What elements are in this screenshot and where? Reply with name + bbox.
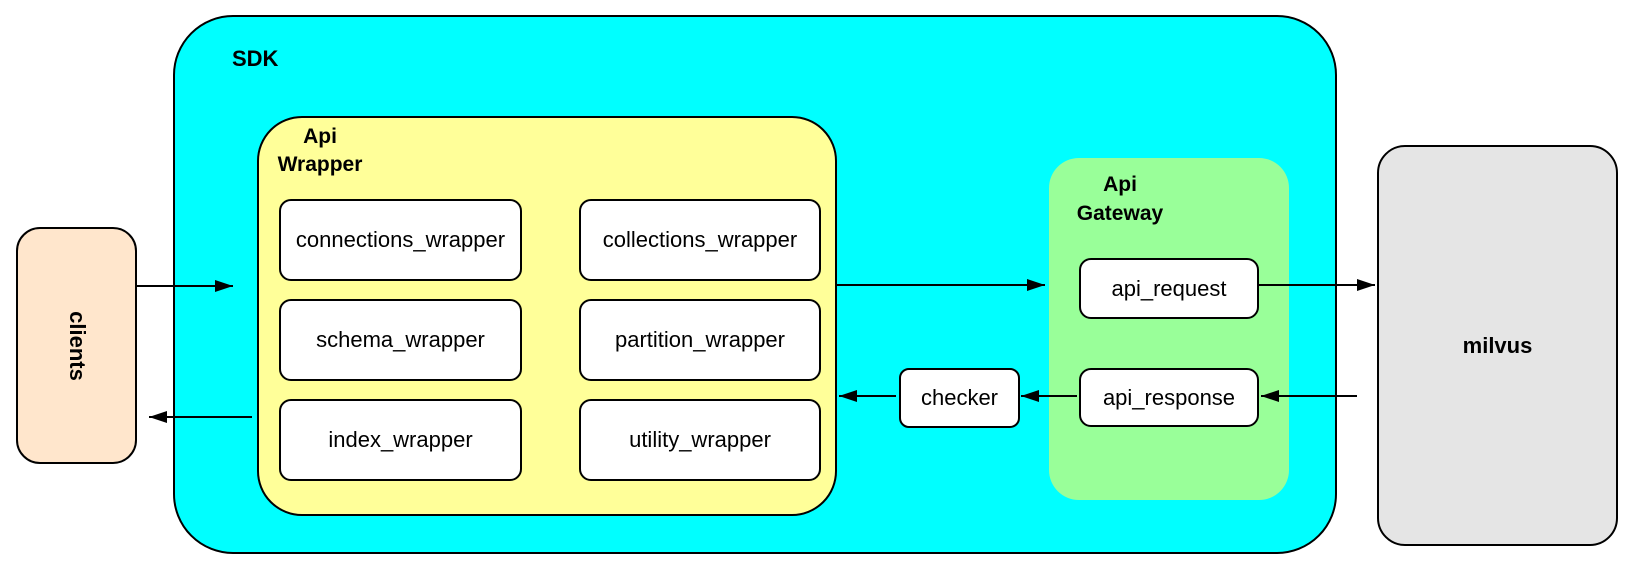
sdk-label: SDK — [232, 46, 279, 71]
clients-node: clients — [16, 227, 137, 464]
milvus-label: milvus — [1462, 332, 1533, 358]
api-wrapper-label-line1: Api — [303, 125, 337, 148]
sdk-container: SDK Api Wrapper connections_wrapper coll… — [173, 15, 1337, 554]
clients-label: clients — [64, 310, 90, 381]
api-response-node: api_response — [1079, 368, 1259, 427]
checker-node: checker — [899, 368, 1020, 428]
connections-wrapper-node: connections_wrapper — [279, 199, 522, 281]
api-wrapper-container: Api Wrapper connections_wrapper collecti… — [257, 116, 837, 516]
api-wrapper-label-line2: Wrapper — [277, 153, 363, 176]
api-request-node: api_request — [1079, 258, 1259, 319]
partition-wrapper-node: partition_wrapper — [579, 299, 821, 381]
index-wrapper-node: index_wrapper — [279, 399, 522, 481]
milvus-node: milvus — [1377, 145, 1618, 546]
api-gateway-label: Api Gateway — [1049, 170, 1191, 228]
api-gateway-label-line1: Api — [1103, 173, 1137, 196]
api-gateway-container: Api Gateway api_request api_response — [1049, 158, 1289, 500]
api-wrapper-label: Api Wrapper — [269, 123, 371, 179]
collections-wrapper-node: collections_wrapper — [579, 199, 821, 281]
api-gateway-label-line2: Gateway — [1076, 202, 1164, 225]
utility-wrapper-node: utility_wrapper — [579, 399, 821, 481]
schema-wrapper-node: schema_wrapper — [279, 299, 522, 381]
